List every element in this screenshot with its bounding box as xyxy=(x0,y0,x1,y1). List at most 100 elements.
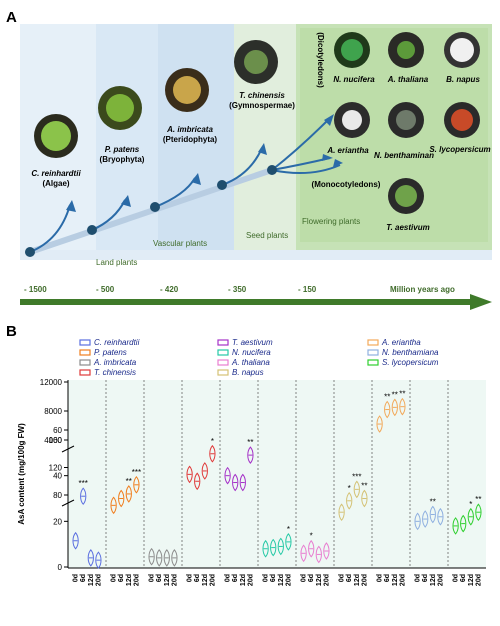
violin-mark xyxy=(239,473,246,492)
violin-mark xyxy=(414,512,421,531)
timeline-axis xyxy=(20,294,492,310)
legend-swatch xyxy=(217,369,229,376)
panel-b-label: B xyxy=(6,323,17,340)
legend-swatch xyxy=(79,349,91,356)
x-tick-label: 0d xyxy=(301,574,308,582)
violin-mark xyxy=(384,400,391,419)
group-dividers xyxy=(105,380,449,568)
x-tick-label: 0d xyxy=(415,574,422,582)
legend-swatch xyxy=(79,339,91,346)
violin-mark xyxy=(156,549,163,567)
x-tick-label: 6d xyxy=(460,574,467,582)
x-tick-label: 20d xyxy=(133,574,140,586)
x-tick-label: 20d xyxy=(361,574,368,586)
violin-mark xyxy=(475,503,482,521)
x-tick-label: 12d xyxy=(240,574,247,586)
x-tick-label: 6d xyxy=(346,574,353,582)
legend-swatch xyxy=(217,339,229,346)
timeline-bar xyxy=(20,299,472,305)
significance-star: * xyxy=(469,500,472,509)
violin-mark xyxy=(346,492,353,510)
axis-break xyxy=(61,445,75,453)
x-tick-label: 20d xyxy=(247,574,254,586)
time-150: - 150 xyxy=(298,285,317,294)
violin-mark xyxy=(323,542,330,560)
x-tick-label: 0d xyxy=(453,574,460,582)
x-tick-label: 20d xyxy=(171,574,178,586)
group-pteridophyta: (Pteridophyta) xyxy=(163,135,218,144)
label-c-reinhardtii: C. reinhardtii xyxy=(31,169,81,178)
x-tick-label: 12d xyxy=(468,574,475,586)
violin-mark xyxy=(270,538,277,557)
violin-mark xyxy=(95,551,102,569)
arrow-heads xyxy=(66,114,343,212)
x-tick-label: 20d xyxy=(209,574,216,586)
violin-mark xyxy=(376,415,383,433)
y-tick-label: 12000 xyxy=(40,378,63,387)
violin-mark xyxy=(429,505,436,524)
y-tick-label: 120 xyxy=(49,464,63,473)
y-tick-label: 60 xyxy=(53,426,62,435)
legend-label: P. patens xyxy=(94,348,127,357)
x-tick-label: 12d xyxy=(126,574,133,586)
timeline-labels: - 1500 - 500 - 420 - 350 - 150 Million y… xyxy=(24,285,455,294)
legend-swatch xyxy=(367,349,379,356)
violin-mark xyxy=(247,446,254,464)
legend-label: A. imbricata xyxy=(93,358,137,367)
legend-label: B. napus xyxy=(232,368,264,377)
x-tick-label: 12d xyxy=(88,574,95,586)
x-tick-label: 0d xyxy=(73,574,80,582)
y-tick-label: 20 xyxy=(53,517,62,526)
era-seed: Seed plants xyxy=(246,231,288,240)
x-tick-label: 20d xyxy=(95,574,102,586)
x-tick-label: 20d xyxy=(475,574,482,586)
x-tick-label: 6d xyxy=(194,574,201,582)
label-b-napus: B. napus xyxy=(446,75,480,84)
legend-label: N. nucifera xyxy=(232,348,271,357)
legend-label: N. benthamiana xyxy=(382,348,439,357)
x-tick-label: 12d xyxy=(202,574,209,586)
evolution-line xyxy=(27,167,275,255)
significance-star: ** xyxy=(126,477,132,486)
significance-star: ** xyxy=(475,495,481,504)
x-tick-label: 12d xyxy=(316,574,323,586)
violin-mark xyxy=(171,549,178,567)
dicot-label: (Dicotyledons) xyxy=(316,32,325,88)
timeline-arrowhead xyxy=(470,294,492,310)
violin-mark xyxy=(285,533,292,551)
arrow-1 xyxy=(29,204,71,253)
y-tick-label: 0 xyxy=(58,563,63,572)
legend-label: T. chinensis xyxy=(94,368,136,377)
x-tick-label: 0d xyxy=(377,574,384,582)
violins xyxy=(72,397,482,569)
x-tick-label: 6d xyxy=(232,574,239,582)
label-a-imbricata: A. imbricata xyxy=(166,125,213,134)
label-n-benthaminan: N. benthaminan xyxy=(374,151,434,160)
violin-mark xyxy=(308,539,315,558)
bottom-strip xyxy=(20,250,492,260)
band-vascular xyxy=(158,24,234,252)
significance-stars: ****************************** xyxy=(79,390,482,541)
label-a-thaliana: A. thaliana xyxy=(387,75,429,84)
violin-mark xyxy=(262,539,269,558)
significance-star: *** xyxy=(132,468,141,477)
violin-mark xyxy=(201,462,208,480)
x-tick-label: 0d xyxy=(225,574,232,582)
time-350: - 350 xyxy=(228,285,247,294)
label-p-patens: P. patens xyxy=(105,145,140,154)
legend-swatch xyxy=(367,359,379,366)
violin-mark xyxy=(87,549,94,567)
time-500: - 500 xyxy=(96,285,115,294)
era-land: Land plants xyxy=(96,258,137,267)
y-tick-label: 8000 xyxy=(44,407,62,416)
arrow-dicot xyxy=(271,117,331,171)
panel-a-label: A xyxy=(6,9,17,26)
x-tick-label: 6d xyxy=(308,574,315,582)
significance-star: * xyxy=(310,532,313,541)
legend-label: A. eriantha xyxy=(381,338,421,347)
significance-star: * xyxy=(287,525,290,534)
legend-label: A. thaliana xyxy=(231,358,270,367)
